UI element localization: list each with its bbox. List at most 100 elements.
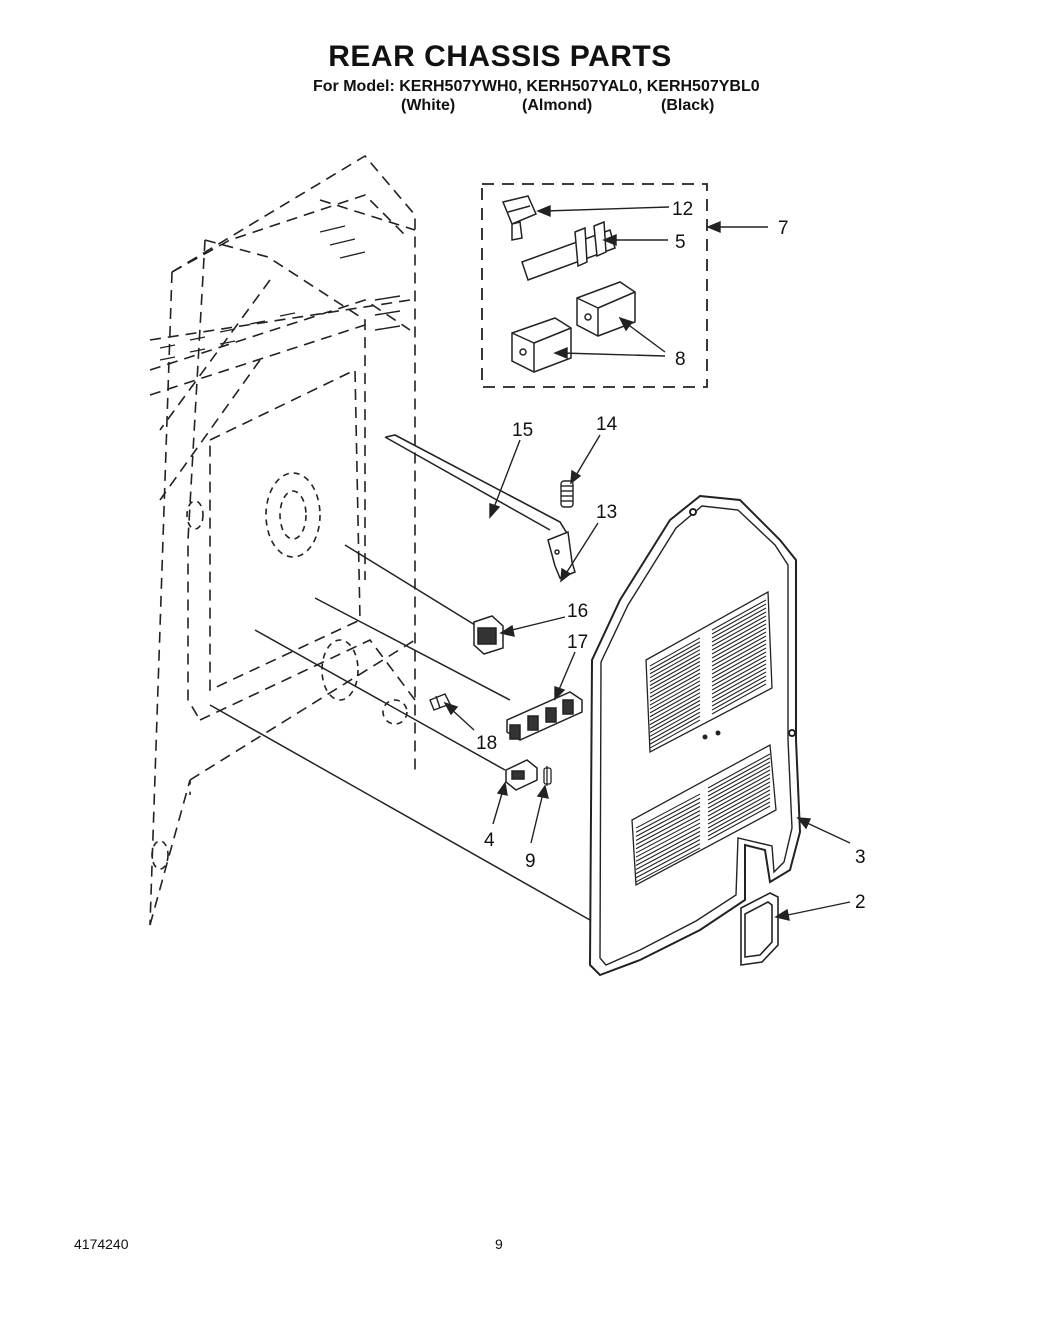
panel-screw (702, 734, 708, 740)
vent-slat (649, 703, 701, 733)
vent-slat (707, 781, 771, 817)
vent-slat (649, 688, 701, 718)
vent-slat (707, 769, 771, 805)
vent-slat (707, 793, 771, 829)
callout-8: 8 (675, 349, 686, 370)
vent-slat (711, 639, 767, 671)
vent-slat (711, 619, 767, 651)
vent-slat (635, 839, 701, 875)
finish-black: (Black) (661, 97, 715, 114)
callout-4: 4 (484, 830, 495, 851)
callout-14: 14 (596, 414, 618, 435)
vent-slat (649, 707, 701, 737)
vent-slat (649, 653, 701, 683)
vent-slat (649, 637, 701, 667)
part-8-blocks (511, 281, 636, 373)
vent-slat (707, 757, 771, 793)
vent-slat (711, 679, 767, 711)
insulation-hatching (159, 225, 401, 361)
vent-slat (649, 676, 701, 706)
vent-slat (649, 657, 701, 686)
vent-slat (649, 692, 701, 722)
vent-slat (711, 671, 767, 703)
vent-slat (635, 801, 701, 837)
vent-slat (635, 818, 701, 854)
vent-slat (707, 753, 771, 789)
vent-slat (649, 641, 701, 671)
vent-slat (711, 655, 767, 687)
vent-slat (649, 645, 701, 675)
part-12-switch (501, 195, 537, 241)
lower-vent-slats (635, 753, 771, 883)
document-number: 4174240 (74, 1236, 129, 1252)
callout-3: 3 (855, 847, 866, 868)
part-16-block (473, 615, 504, 655)
vent-slat (711, 663, 767, 695)
vent-slat (711, 683, 767, 715)
part-5-bracket (521, 220, 616, 281)
range-body-outline (149, 154, 416, 926)
vent-slat (707, 777, 771, 813)
vent-slat (711, 615, 767, 647)
panel-screw (715, 730, 721, 736)
vent-slat (711, 651, 767, 683)
vent-slat (707, 797, 771, 833)
callout-12: 12 (672, 199, 693, 220)
callout-2: 2 (855, 892, 866, 913)
vent-slat (635, 806, 701, 841)
upper-vent-slats (649, 599, 767, 749)
vent-slat (711, 647, 767, 679)
burner-outline (151, 472, 408, 870)
vent-slat (711, 607, 767, 639)
vent-slat (649, 700, 701, 729)
vent-slat (649, 672, 701, 702)
vent-slat (711, 643, 767, 675)
vent-slat (649, 696, 701, 726)
callout-13: 13 (596, 502, 617, 523)
vent-slat (649, 668, 701, 698)
lower-vent-louvers (631, 743, 777, 887)
leader-lines (209, 436, 591, 921)
vent-slat (649, 660, 701, 690)
kit-box-7 (481, 183, 708, 388)
callout-16: 16 (567, 601, 588, 622)
vent-slat (707, 785, 771, 821)
vent-slat (711, 603, 767, 635)
vent-slat (635, 835, 701, 870)
vent-slat (711, 623, 767, 655)
vent-slat (635, 830, 701, 866)
vent-slat (649, 711, 701, 741)
page-title: REAR CHASSIS PARTS (328, 40, 672, 73)
part-15-rod (385, 434, 569, 536)
callout-15: 15 (512, 420, 533, 441)
vent-slat (711, 667, 767, 699)
vent-slat (711, 611, 767, 643)
page-number: 9 (495, 1236, 503, 1252)
finish-white: (White) (401, 97, 456, 114)
vent-slat (649, 684, 701, 714)
model-line: For Model: KERH507YWH0, KERH507YAL0, KER… (313, 78, 760, 95)
vent-slat (635, 826, 701, 862)
callout-18: 18 (476, 733, 497, 754)
vent-slat (635, 847, 701, 883)
vent-slat (707, 773, 771, 809)
vent-slat (649, 680, 701, 710)
part-9-fuse (543, 766, 552, 786)
callout-arrows (443, 204, 851, 921)
callout-labels: 12 5 7 8 15 14 13 16 17 18 4 9 3 2 (476, 199, 866, 913)
vent-slat (707, 789, 771, 825)
callout-7: 7 (778, 218, 789, 239)
part-13-bracket (547, 530, 576, 579)
vent-slat (707, 801, 771, 837)
finish-almond: (Almond) (522, 97, 593, 114)
vent-slat (635, 797, 701, 833)
vent-slat (635, 793, 701, 829)
part-4-receptacle (505, 759, 538, 791)
vent-slat (649, 649, 701, 679)
vent-slat (711, 675, 767, 707)
vent-slat (711, 627, 767, 659)
vent-slat (707, 761, 771, 797)
vent-slat (635, 814, 701, 850)
